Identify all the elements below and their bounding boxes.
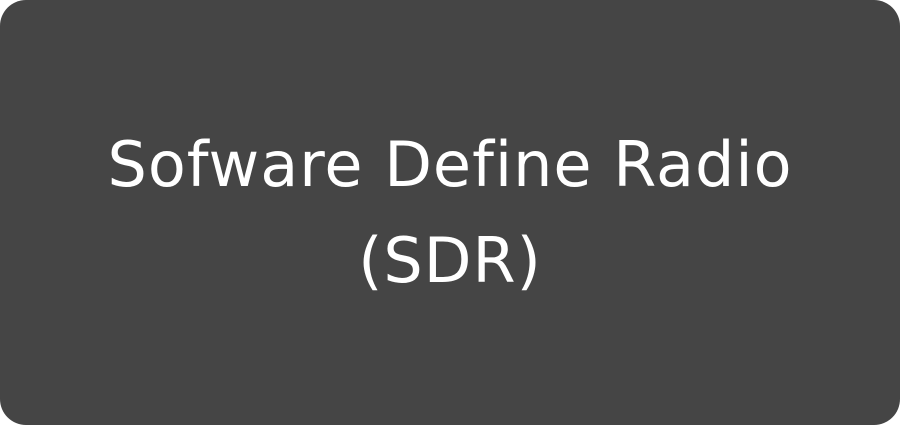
title-line-2: (SDR): [358, 223, 542, 297]
title-line-1: Sofware Define Radio: [107, 127, 793, 201]
